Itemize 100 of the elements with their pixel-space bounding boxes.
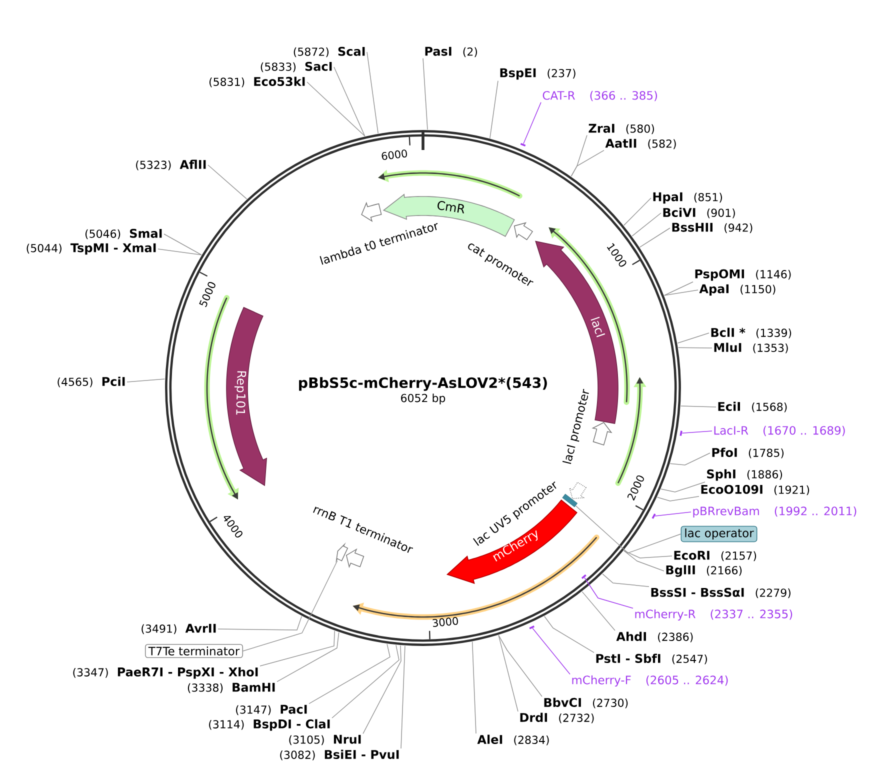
enzyme-label: PfoI xyxy=(712,448,737,457)
enzyme-label: BclI * xyxy=(711,328,746,337)
leader-line xyxy=(276,632,340,682)
site-position: (2547) xyxy=(672,654,707,664)
leader-line xyxy=(639,228,670,248)
enzyme-label: DrdI xyxy=(520,712,548,722)
site-position: (3491) xyxy=(142,624,176,634)
leader-line xyxy=(632,212,662,236)
leader-line xyxy=(158,248,202,256)
enzyme-label: BssHII xyxy=(672,222,712,232)
leader-line xyxy=(498,634,542,697)
enzyme-label: AleI xyxy=(477,734,502,744)
leader-line xyxy=(126,378,166,382)
site-position: (1146) xyxy=(756,270,791,280)
leader-line xyxy=(624,550,664,572)
enzyme-label: SphI xyxy=(707,469,736,481)
enzyme-label: PciI xyxy=(102,376,125,386)
leader-line xyxy=(544,616,594,653)
tick-label: 6000 xyxy=(382,150,407,160)
site-position: (901) xyxy=(707,208,735,218)
leader-line xyxy=(664,290,698,296)
site-position: (2834) xyxy=(514,735,549,746)
leader-line xyxy=(670,452,710,466)
leader-line xyxy=(366,52,378,134)
site-position: (1353) xyxy=(753,343,788,354)
tick-label: 5000 xyxy=(199,282,216,308)
primer-mark xyxy=(520,142,526,147)
enzyme-label: BbvCI xyxy=(544,698,581,707)
leader-line xyxy=(523,102,542,144)
enzyme-label: AvrII xyxy=(185,624,216,633)
site-position: (2386) xyxy=(658,632,693,642)
leader-line xyxy=(362,645,402,734)
tick-label: 2000 xyxy=(627,475,644,501)
leader-line xyxy=(654,512,692,516)
site-position: (2166) xyxy=(706,566,742,576)
enzyme-label: PasI xyxy=(425,46,452,56)
leader-line xyxy=(498,634,518,712)
leader-line xyxy=(242,560,338,652)
leader-line xyxy=(490,80,498,139)
enzyme-label: PaeR7I - PspXI - XhoI xyxy=(118,667,258,679)
enzyme-label: SacI xyxy=(305,62,332,71)
site-position: (4565) xyxy=(58,377,92,388)
enzyme-label: EcoRI xyxy=(674,550,710,560)
site-position: (580) xyxy=(626,124,654,134)
primer-mark xyxy=(529,626,535,630)
primer-mark xyxy=(581,574,586,580)
enzyme-label: BssSI - BssSαI xyxy=(651,588,744,597)
site-position: (3338) xyxy=(188,683,223,694)
primer-label: mCherry-F xyxy=(572,675,631,687)
enzyme-label: EcoO109I xyxy=(701,484,762,494)
enzyme-label: PstI - SbfI xyxy=(596,654,660,663)
enzyme-label: PacI xyxy=(280,704,307,714)
enzyme-label: BamHI xyxy=(232,682,275,692)
primer-mark xyxy=(680,430,682,436)
leader-line xyxy=(218,616,302,630)
enzyme-label: NruI xyxy=(334,734,361,744)
site-position: (2) xyxy=(463,47,477,58)
site-position: (5323) xyxy=(136,160,171,170)
enzyme-label: PspOMI xyxy=(695,269,744,281)
enzyme-label: BciVI xyxy=(663,208,696,217)
leader-line xyxy=(306,82,366,136)
feature-tag: lac operator xyxy=(680,526,758,542)
leader-line xyxy=(656,496,700,502)
enzyme-label: Eco53kI xyxy=(254,76,305,86)
tick-label: 3000 xyxy=(432,617,458,627)
leader-line xyxy=(678,347,712,348)
enzyme-label: AflII xyxy=(180,160,206,169)
leader-line xyxy=(570,150,604,177)
site-position: (5044) xyxy=(26,244,62,254)
enzyme-label: BglII xyxy=(666,565,695,577)
site-position: (1785) xyxy=(748,448,784,458)
primer-range: (2337 .. 2355) xyxy=(710,609,792,620)
leader-line xyxy=(472,641,476,734)
site-position: (3082) xyxy=(280,750,315,760)
leader-line xyxy=(584,577,634,609)
primer-label: pBRrevBam xyxy=(693,506,759,518)
leader-line xyxy=(660,482,706,492)
leader-line xyxy=(334,66,366,136)
site-position: (3347) xyxy=(73,668,108,678)
primer-range: (1992 .. 2011) xyxy=(774,506,856,517)
site-position: (851) xyxy=(694,192,722,203)
leader-line xyxy=(208,164,248,200)
enzyme-label: EciI xyxy=(718,402,740,411)
site-position: (1568) xyxy=(752,402,787,412)
leader-line xyxy=(308,644,390,704)
leader-line xyxy=(602,574,650,587)
enzyme-label: BsiEI - PvuI xyxy=(324,750,399,759)
site-position: (237) xyxy=(548,68,576,79)
primer-label: CAT-R xyxy=(542,91,575,100)
primer-range: (366 .. 385) xyxy=(590,90,658,102)
leader-line xyxy=(400,645,406,749)
site-position: (1921) xyxy=(774,485,810,496)
enzyme-label: AhdI xyxy=(616,632,646,641)
primer-range: (1670 .. 1689) xyxy=(764,426,845,436)
feature-tag: T7Te terminator xyxy=(144,644,244,658)
enzyme-label: ScaI xyxy=(338,46,365,56)
leader-line xyxy=(260,630,335,666)
feature-symbol xyxy=(336,542,348,563)
enzyme-label: ApaI xyxy=(699,284,729,296)
site-position: (2157) xyxy=(721,551,756,562)
